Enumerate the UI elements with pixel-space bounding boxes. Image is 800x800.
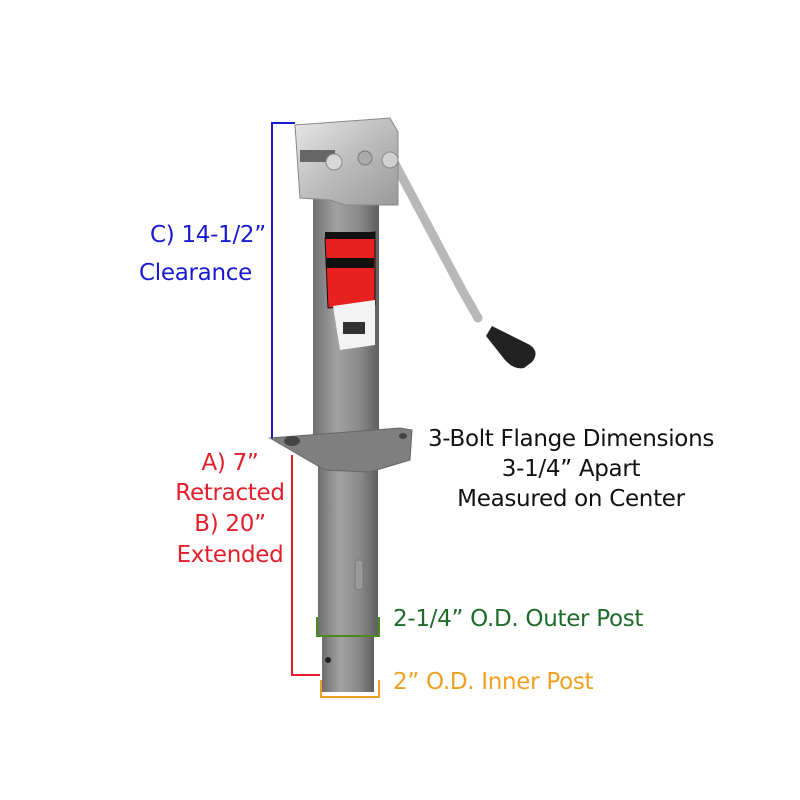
flange-spacing: 3-1/4” Apart — [501, 456, 641, 482]
retracted-value: A) 7” — [201, 450, 259, 476]
extended-label: Extended — [176, 542, 284, 568]
flange-measure: Measured on Center — [457, 486, 685, 512]
extended-value: B) 20” — [194, 511, 266, 537]
inner-post-label: 2” O.D. Inner Post — [393, 669, 594, 695]
clearance-value: C) 14-1/2” — [150, 222, 266, 248]
handle-grip — [486, 326, 536, 369]
mounting-flange — [268, 427, 413, 473]
outer-post-bracket — [316, 617, 380, 637]
flange-title: 3-Bolt Flange Dimensions — [427, 426, 715, 452]
clearance-dimension-line — [271, 122, 295, 438]
retracted-label: Retracted — [175, 480, 285, 506]
product-label-logo — [324, 231, 376, 350]
inner-post-bracket — [320, 680, 380, 698]
gear-box — [294, 117, 399, 206]
outer-post — [318, 455, 378, 635]
clearance-label: Clearance — [139, 260, 252, 286]
crank-handle — [387, 153, 536, 369]
outer-post-label: 2-1/4” O.D. Outer Post — [393, 606, 644, 632]
length-dimension-line — [291, 455, 320, 676]
